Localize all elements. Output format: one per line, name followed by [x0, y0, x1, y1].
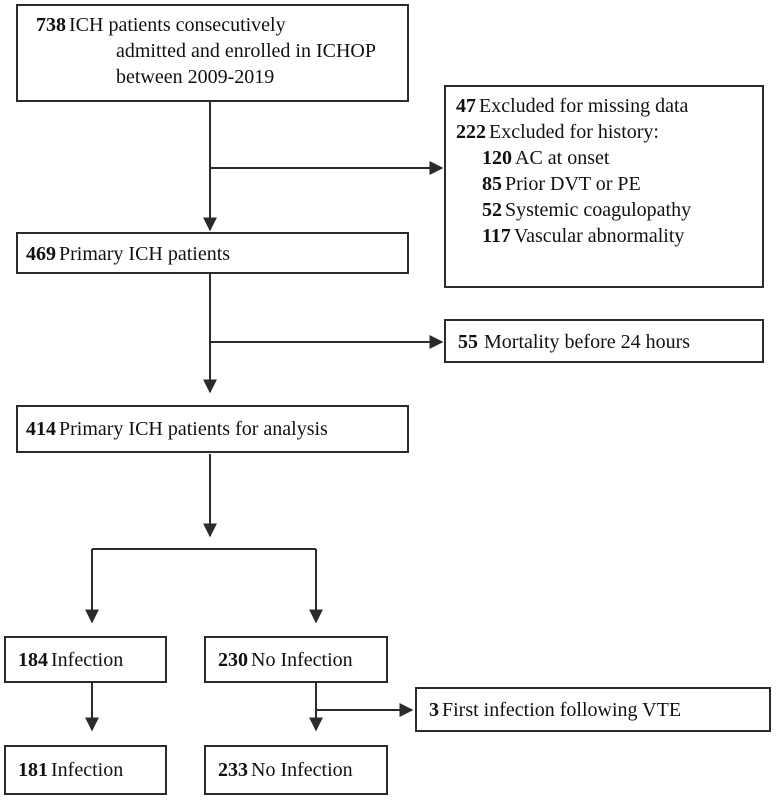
no-infection-final-count: 233 — [218, 759, 248, 781]
reason-ac-text: AC at onset — [515, 147, 610, 169]
reason-coagulopathy-count: 52 — [482, 199, 502, 221]
excluded-missing-text: Excluded for missing data — [479, 95, 689, 117]
no-infection-count: 230 — [218, 649, 248, 671]
excluded-missing-count: 47 — [456, 95, 476, 117]
primary-text: Primary ICH patients — [59, 243, 231, 265]
enrolled-text-3: between 2009-2019 — [116, 66, 275, 88]
no-infection-text: No Infection — [251, 649, 353, 671]
infection-text: Infection — [51, 649, 124, 671]
mortality-box: 55 Mortality before 24 hours — [444, 319, 764, 363]
infection-final-text: Infection — [51, 759, 124, 781]
mortality-count: 55 — [458, 331, 478, 353]
excluded-history-text: Excluded for history: — [489, 121, 659, 143]
reason-dvt-text: Prior DVT or PE — [505, 173, 641, 195]
enrolled-text-2: admitted and enrolled in ICHOP — [116, 40, 376, 62]
infection-final-count: 181 — [18, 759, 48, 781]
reason-ac-count: 120 — [482, 147, 512, 169]
reason-dvt-count: 85 — [482, 173, 502, 195]
enrolled-text-1: ICH patients consecutively — [69, 14, 286, 36]
vte-count: 3 — [429, 699, 439, 721]
infection-count: 184 — [18, 649, 48, 671]
reason-coagulopathy-text: Systemic coagulopathy — [505, 199, 692, 221]
excluded-history-count: 222 — [456, 121, 486, 143]
analysis-text: Primary ICH patients for analysis — [59, 418, 328, 440]
enrolled-count: 738 — [36, 14, 66, 36]
reason-vascular-text: Vascular abnormality — [513, 225, 685, 247]
reason-vascular-count: 117 — [482, 225, 511, 247]
analysis-count: 414 — [26, 418, 56, 440]
vte-text: First infection following VTE — [442, 699, 682, 721]
mortality-text: Mortality before 24 hours — [484, 331, 691, 353]
primary-count: 469 — [26, 243, 56, 265]
no-infection-final-text: No Infection — [251, 759, 353, 781]
